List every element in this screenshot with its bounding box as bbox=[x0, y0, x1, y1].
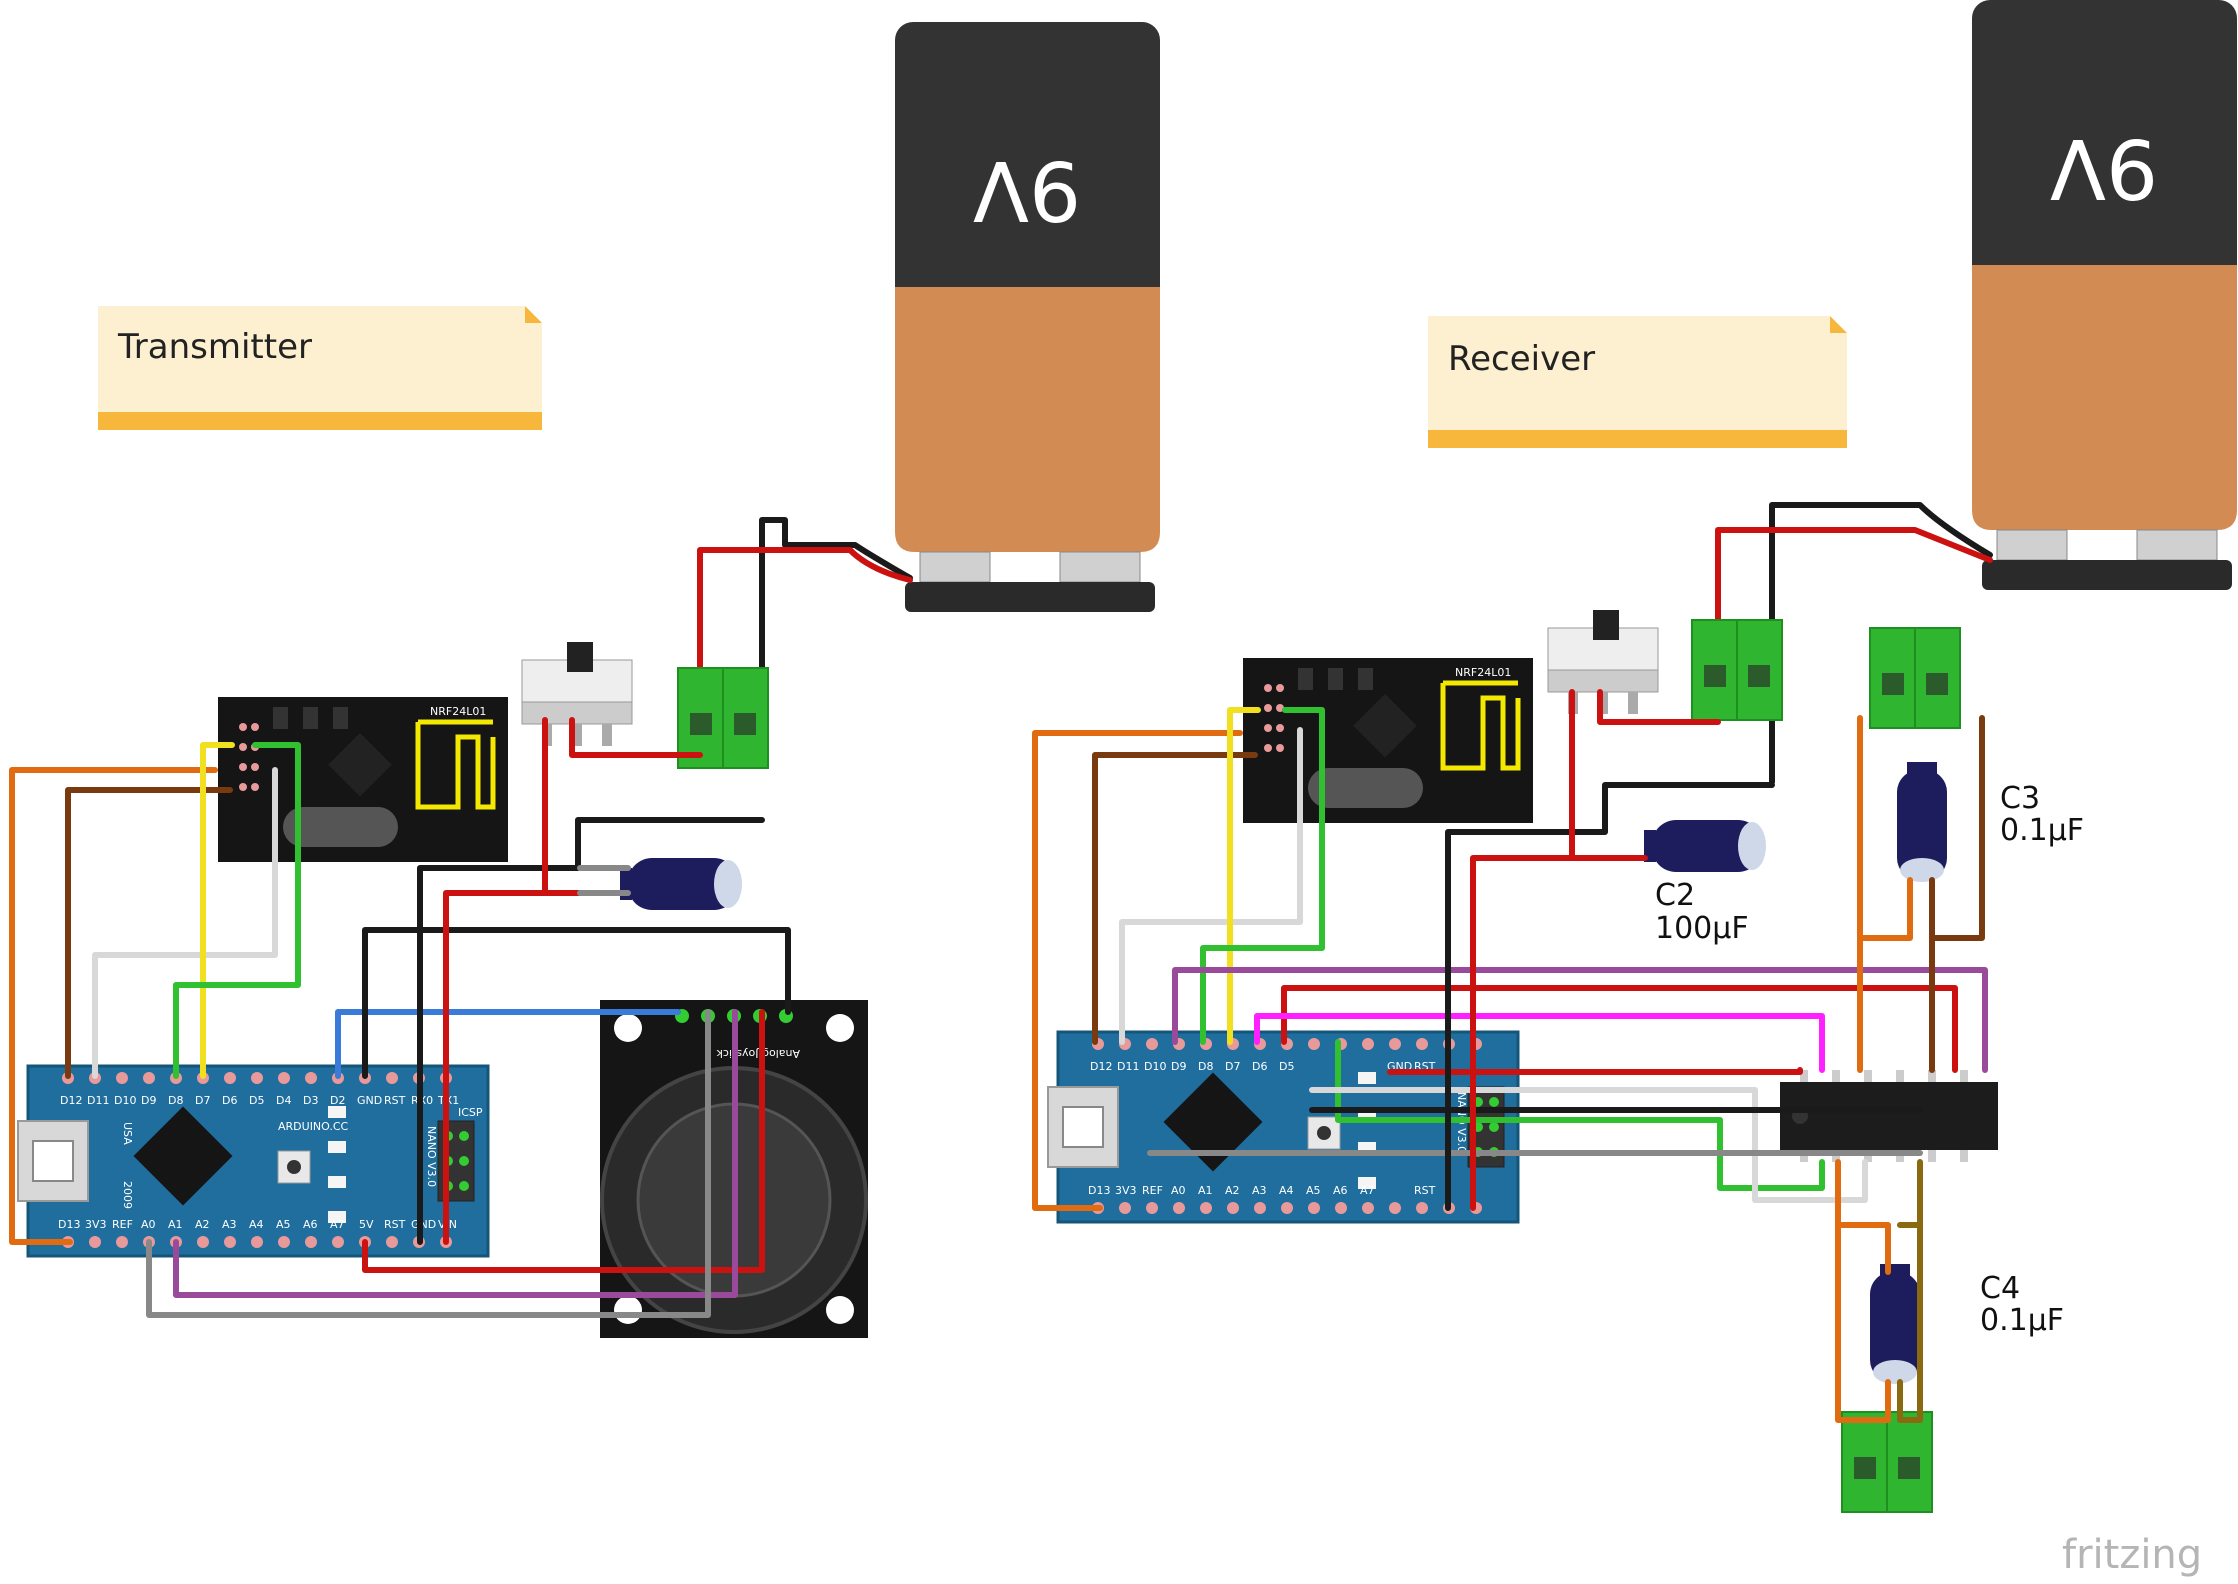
transmitter-nano-year: 2009 bbox=[121, 1181, 134, 1209]
svg-text:D8: D8 bbox=[168, 1094, 183, 1107]
svg-text:A0: A0 bbox=[141, 1218, 156, 1231]
c2-name: C2 bbox=[1655, 878, 1695, 913]
c2-value: 100µF bbox=[1655, 911, 1749, 946]
svg-text:D6: D6 bbox=[222, 1094, 237, 1107]
svg-text:D9: D9 bbox=[1171, 1060, 1186, 1073]
svg-text:D5: D5 bbox=[1279, 1060, 1294, 1073]
receiver-battery: 9V bbox=[1971, 0, 2238, 591]
transmitter-circuit: Transmitter 9V NRF24L01 bbox=[9, 21, 1161, 1338]
transmitter-battery: 9V bbox=[894, 21, 1161, 613]
svg-text:D7: D7 bbox=[1225, 1060, 1240, 1073]
svg-text:D3: D3 bbox=[303, 1094, 318, 1107]
transmitter-nano-bottom-pin-labels: D13 3V3 REF A0 A1 A2 A3 A4 A5 A6 A7 5V R… bbox=[58, 1218, 457, 1231]
receiver-circuit: Receiver 9V NRF24L01 C2 100µF bbox=[1032, 0, 2238, 1513]
svg-text:REF: REF bbox=[1142, 1184, 1163, 1197]
c3-value: 0.1µF bbox=[2000, 813, 2084, 848]
c4-value: 0.1µF bbox=[1980, 1303, 2064, 1338]
svg-text:3V3: 3V3 bbox=[85, 1218, 107, 1231]
svg-text:A5: A5 bbox=[1306, 1184, 1321, 1197]
transmitter-nano-top-pin-labels: D12 D11 D10 D9 D8 D7 D6 D5 D4 D3 D2 GND … bbox=[60, 1094, 459, 1107]
receiver-motor-driver-ic bbox=[1780, 1070, 1998, 1162]
receiver-capacitor-c2 bbox=[1644, 820, 1766, 872]
svg-text:RST: RST bbox=[384, 1218, 406, 1231]
receiver-radio-label: NRF24L01 bbox=[1455, 666, 1511, 679]
receiver-note: Receiver bbox=[1428, 316, 1847, 448]
svg-text:GND: GND bbox=[357, 1094, 382, 1107]
svg-text:A7: A7 bbox=[330, 1218, 345, 1231]
svg-text:D6: D6 bbox=[1252, 1060, 1267, 1073]
svg-text:A4: A4 bbox=[1279, 1184, 1294, 1197]
receiver-power-terminal bbox=[1691, 619, 1783, 721]
fritzing-logo: fritzing bbox=[2062, 1532, 2202, 1578]
svg-text:5V: 5V bbox=[359, 1218, 374, 1231]
transmitter-nano-country: USA bbox=[121, 1122, 134, 1145]
svg-text:A1: A1 bbox=[168, 1218, 183, 1231]
svg-text:D11: D11 bbox=[87, 1094, 109, 1107]
receiver-nano-bottom-pin-labels: D13 3V3 REF A0 A1 A2 A3 A4 A5 A6 A7 RST bbox=[1088, 1184, 1436, 1197]
svg-text:D12: D12 bbox=[1090, 1060, 1112, 1073]
svg-text:A3: A3 bbox=[222, 1218, 237, 1231]
receiver-output-terminal-bottom bbox=[1841, 1411, 1933, 1513]
svg-text:RST: RST bbox=[1414, 1184, 1436, 1197]
svg-text:D8: D8 bbox=[1198, 1060, 1213, 1073]
svg-text:D13: D13 bbox=[1088, 1184, 1110, 1197]
receiver-capacitor-c3 bbox=[1897, 762, 1947, 882]
receiver-capacitor-c4 bbox=[1870, 1264, 1920, 1384]
c3-name: C3 bbox=[2000, 781, 2040, 816]
svg-text:A2: A2 bbox=[1225, 1184, 1240, 1197]
svg-text:D13: D13 bbox=[58, 1218, 80, 1231]
receiver-output-terminal-top bbox=[1869, 627, 1961, 729]
transmitter-note: Transmitter bbox=[98, 306, 542, 430]
svg-text:D5: D5 bbox=[249, 1094, 264, 1107]
svg-text:A5: A5 bbox=[276, 1218, 291, 1231]
transmitter-battery-label: 9V bbox=[973, 142, 1081, 237]
svg-text:D11: D11 bbox=[1117, 1060, 1139, 1073]
svg-text:D10: D10 bbox=[1144, 1060, 1166, 1073]
svg-text:A3: A3 bbox=[1252, 1184, 1267, 1197]
joystick-label: Analog Joystick bbox=[716, 1047, 800, 1060]
transmitter-arduino-nano: ARDUINO.CC NANO V3.0 2009 USA ICSP D12 D… bbox=[16, 1064, 490, 1258]
svg-text:A4: A4 bbox=[249, 1218, 264, 1231]
svg-text:A1: A1 bbox=[1198, 1184, 1213, 1197]
transmitter-nano-site: ARDUINO.CC bbox=[278, 1120, 349, 1133]
svg-text:D12: D12 bbox=[60, 1094, 82, 1107]
transmitter-nano-icsp: ICSP bbox=[458, 1106, 483, 1119]
svg-text:A7: A7 bbox=[1360, 1184, 1375, 1197]
receiver-battery-label: 9V bbox=[2050, 120, 2158, 215]
transmitter-capacitor bbox=[620, 858, 742, 910]
receiver-nano-top-pin-labels: D12 D11 D10 D9 D8 D7 D6 D5 GND RST bbox=[1090, 1060, 1436, 1073]
receiver-nrf24l01: NRF24L01 bbox=[1243, 658, 1533, 823]
svg-text:A2: A2 bbox=[195, 1218, 210, 1231]
receiver-note-text: Receiver bbox=[1448, 339, 1595, 379]
svg-text:D7: D7 bbox=[195, 1094, 210, 1107]
transmitter-note-text: Transmitter bbox=[117, 327, 312, 367]
svg-text:RST: RST bbox=[384, 1094, 406, 1107]
svg-text:A6: A6 bbox=[303, 1218, 318, 1231]
svg-text:D4: D4 bbox=[276, 1094, 291, 1107]
svg-text:A0: A0 bbox=[1171, 1184, 1186, 1197]
transmitter-power-switch[interactable] bbox=[521, 641, 633, 747]
svg-text:3V3: 3V3 bbox=[1115, 1184, 1137, 1197]
svg-text:D10: D10 bbox=[114, 1094, 136, 1107]
svg-text:D2: D2 bbox=[330, 1094, 345, 1107]
transmitter-nano-label: NANO V3.0 bbox=[425, 1126, 438, 1187]
transmitter-radio-label: NRF24L01 bbox=[430, 705, 486, 718]
svg-text:A6: A6 bbox=[1333, 1184, 1348, 1197]
transmitter-wires bbox=[9, 717, 791, 1318]
transmitter-nrf24l01: NRF24L01 bbox=[218, 697, 508, 862]
svg-text:GND: GND bbox=[411, 1218, 436, 1231]
svg-text:REF: REF bbox=[112, 1218, 133, 1231]
svg-text:D9: D9 bbox=[141, 1094, 156, 1107]
c4-name: C4 bbox=[1980, 1271, 2020, 1306]
receiver-wires bbox=[1032, 689, 1988, 1423]
